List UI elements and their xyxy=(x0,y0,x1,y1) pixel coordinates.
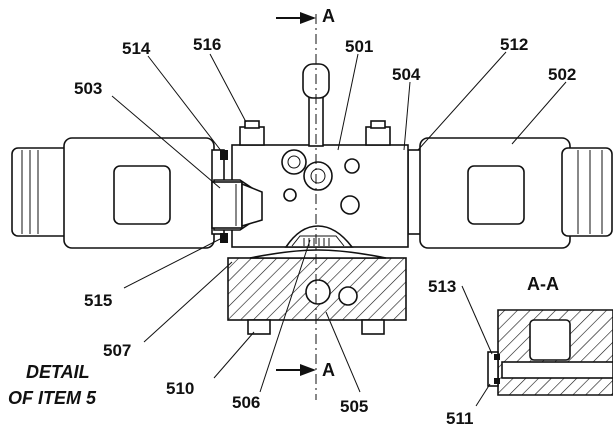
callout-506: 506 xyxy=(232,393,260,412)
callout-513: 513 xyxy=(428,277,456,296)
valve-body xyxy=(211,63,409,248)
callout-510: 510 xyxy=(166,379,194,398)
callout-504: 504 xyxy=(392,65,421,84)
callout-507: 507 xyxy=(103,341,131,360)
section-aa-inset xyxy=(487,309,613,396)
callout-501: 501 xyxy=(345,37,373,56)
section-letter-bottom: A xyxy=(322,360,335,380)
callout-512: 512 xyxy=(500,35,528,54)
callout-514: 514 xyxy=(122,39,151,58)
section-letter-top: A xyxy=(322,6,335,26)
callout-516: 516 xyxy=(193,35,221,54)
callout-505: 505 xyxy=(340,397,368,416)
leader-lines xyxy=(111,51,567,407)
caption-line-1: DETAIL xyxy=(26,362,90,382)
manifold-subplate xyxy=(227,249,407,335)
callout-503: 503 xyxy=(74,79,102,98)
callout-515: 515 xyxy=(84,291,112,310)
caption-line-2: OF ITEM 5 xyxy=(8,388,97,408)
section-line xyxy=(276,12,317,400)
callout-502: 502 xyxy=(548,65,576,84)
right-solenoid xyxy=(407,137,613,249)
callout-511: 511 xyxy=(446,409,473,428)
left-solenoid xyxy=(11,137,225,249)
section-view-label: A-A xyxy=(527,274,559,294)
